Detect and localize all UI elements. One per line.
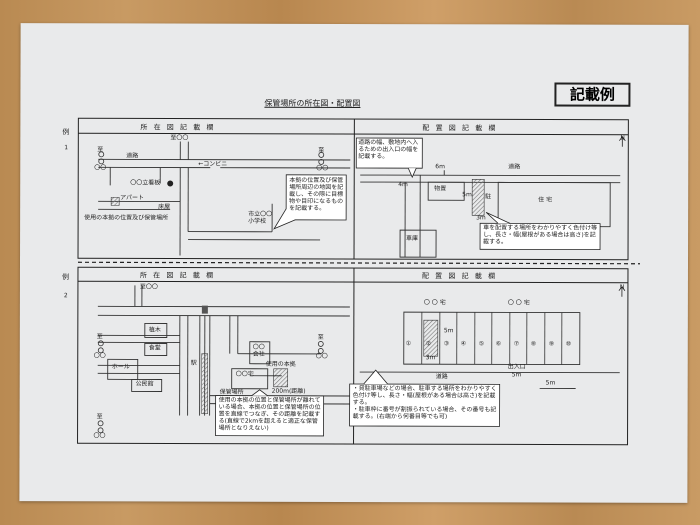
ex1-layout-title: 配 置 図 記 載 欄 bbox=[422, 124, 498, 133]
ex1-label-sign: 〇〇立看板 bbox=[130, 179, 161, 187]
ex1-label-to-top: 至〇〇 bbox=[170, 134, 189, 142]
ex2-north-label: N bbox=[619, 283, 625, 291]
ex2-layout-road: 道路 bbox=[435, 373, 448, 381]
ex2-label-to-left: 至 bbox=[96, 333, 103, 341]
ex2-label-shokudo: 食堂 bbox=[148, 344, 161, 352]
document-sheet: 保管場所の所在図・配置図 記載例 例 1 例 2 bbox=[19, 23, 689, 503]
ex1-label-convenience: ←コンビニ bbox=[198, 160, 228, 168]
ex1-label-barber: 床屋 bbox=[158, 203, 171, 211]
ex2-layout-exit-5m-b: 5m bbox=[545, 379, 556, 387]
ex1-location-title: 所 在 図 記 載 欄 bbox=[140, 123, 216, 132]
ex2-house-right: 〇 〇 宅 bbox=[507, 299, 530, 307]
ex1-layout-house: 住 宅 bbox=[538, 196, 553, 204]
ex1-layout-6m: 6m bbox=[435, 163, 445, 171]
ex2-label-to-left2: 〇〇 bbox=[93, 352, 106, 360]
ex1-label-to-right2: 〇〇 bbox=[316, 164, 329, 172]
ex1-label-to-left2: 〇〇 bbox=[94, 164, 107, 172]
ex2-label-distance: 200m(距離) bbox=[271, 387, 306, 395]
ex1-label-to-left: 至 bbox=[97, 146, 104, 154]
ex2-location-callout: 使用の本拠の位置と保管場所が離れている場合、本拠の位置と保管場所の位置を直線でつ… bbox=[218, 396, 321, 432]
ex2-layout-3m: 3m bbox=[425, 354, 436, 362]
ex2-slot-2: ② bbox=[425, 340, 432, 348]
ex2-label-to-right: 至 bbox=[317, 333, 324, 341]
ex1-layout-callout-top: 道路の幅、敷地内へ入るための出入口の幅を記載する。 bbox=[358, 139, 419, 160]
ex2-label-tomoki: 植木 bbox=[148, 326, 161, 334]
ex1-layout-callout-bottom: 車を配置する場所をわかりやすく色付け等し、長さ・幅(屋根がある場合は高さ)を記載… bbox=[483, 224, 598, 246]
diagram-lines bbox=[77, 117, 641, 446]
ex2-slot-1: ① bbox=[405, 340, 412, 348]
ex1-layout-3m: 3m bbox=[476, 214, 486, 222]
ex2-layout-title: 配 置 図 記 載 欄 bbox=[421, 272, 498, 281]
ex2-house-left: 〇 〇 宅 bbox=[423, 299, 446, 307]
ex1-layout-parking: 駐 bbox=[485, 193, 492, 201]
ex1-layout-warehouse: 物置 bbox=[434, 185, 447, 193]
ex2-label-storage: 保管場所 bbox=[219, 388, 244, 396]
ex2-slot-4: ④ bbox=[460, 340, 467, 348]
ex2-label-home-place: 使用の本拠 bbox=[265, 360, 296, 368]
ex2-slot-9: ⑨ bbox=[548, 340, 555, 348]
ex1-label-road: 道路 bbox=[126, 152, 139, 160]
ex1-label-to-right: 至 bbox=[318, 146, 325, 154]
ex1-layout-4m: 4m bbox=[398, 181, 408, 189]
ex2-label-park: 公民館 bbox=[135, 380, 154, 388]
ex2-slot-8: ⑧ bbox=[530, 340, 537, 348]
ex2-slot-3: ③ bbox=[443, 340, 450, 348]
ex1-label-apartment: アパート bbox=[120, 194, 145, 202]
ex1-north-label: N bbox=[620, 134, 625, 142]
ex2-slot-5: ⑤ bbox=[478, 340, 485, 348]
ex1-label-school: 市立〇〇 小学校 bbox=[248, 210, 273, 225]
ex2-layout-exit-5m: 5m bbox=[511, 371, 522, 379]
ex2-layout-callout: ・貸駐車場などの場合、駐車する場所をわかりやすく色付け等し、長さ・幅(屋根がある… bbox=[352, 384, 497, 420]
ex2-label-hall: ホール bbox=[111, 363, 130, 371]
ex1-layout-5m: 5m bbox=[462, 191, 472, 199]
ex2-label-to-bottom-left2: 〇〇 bbox=[93, 432, 106, 440]
ex2-label-to-right2: 〇〇 bbox=[315, 352, 328, 360]
ex2-layout-exit: 出入口 bbox=[507, 363, 526, 371]
ex2-label-to-top: 至〇〇 bbox=[139, 283, 158, 291]
ex1-layout-garage: 車庫 bbox=[406, 235, 419, 243]
ex2-label-home: 〇〇宅 bbox=[235, 370, 254, 378]
ex1-legend: 使用の本拠の位置及び保管場所 bbox=[84, 214, 169, 222]
ex1-location-callout: 本拠の位置及び保管場所周辺の地図を記載し、その際に目標物や目印になるものを記載す… bbox=[289, 176, 344, 212]
ex2-slot-6: ⑥ bbox=[495, 340, 502, 348]
ex2-layout-5m: 5m bbox=[443, 327, 454, 335]
ex2-slot-7: ⑦ bbox=[513, 340, 520, 348]
ex2-label-to-bottom-left: 至 bbox=[96, 413, 103, 421]
ex1-layout-road: 道路 bbox=[508, 163, 521, 171]
ex2-label-station: 駅 bbox=[190, 359, 197, 367]
ex2-slot-10: ⑩ bbox=[565, 340, 572, 348]
ex2-location-title: 所 在 図 記 載 欄 bbox=[139, 271, 216, 280]
ex2-label-company: 〇〇 会社 bbox=[252, 343, 265, 358]
